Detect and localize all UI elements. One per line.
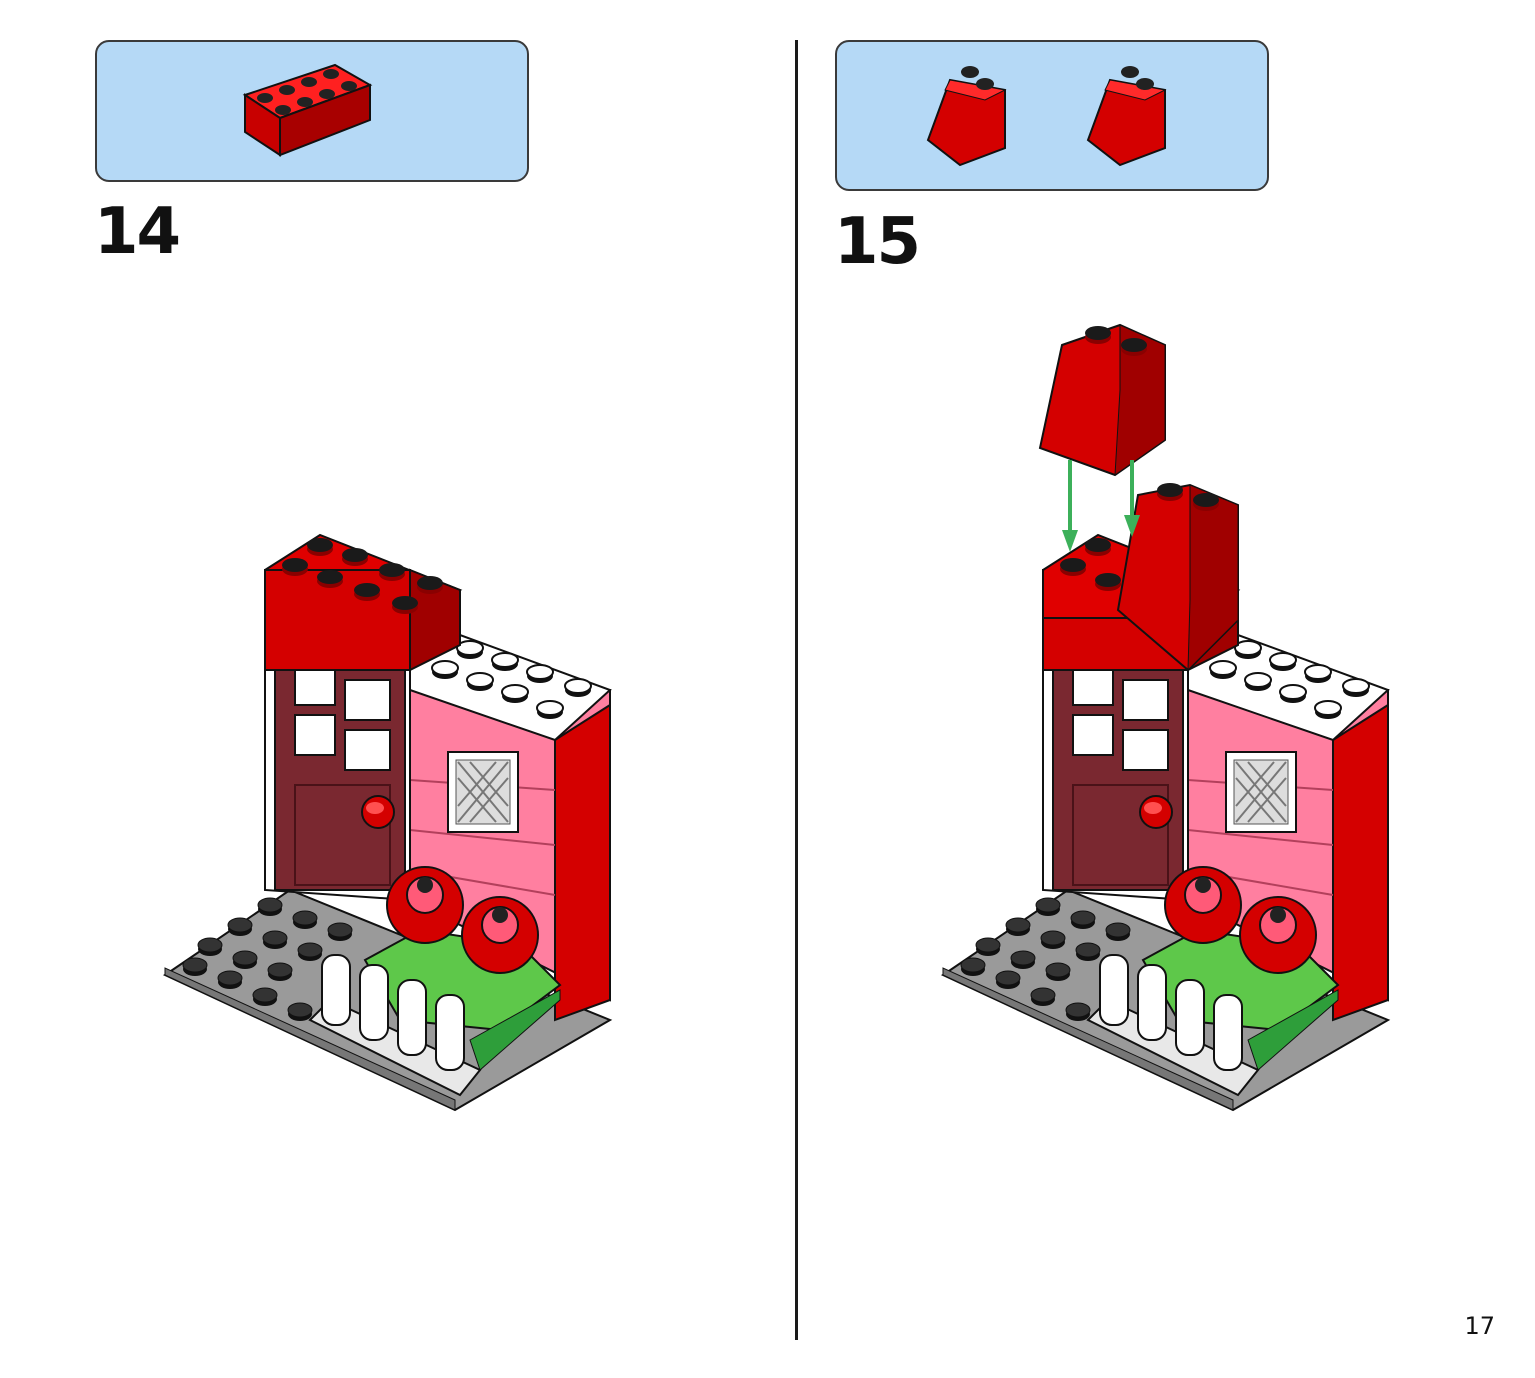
step-14-model xyxy=(165,533,610,1110)
step-divider xyxy=(795,40,798,1340)
page-number: 17 xyxy=(1464,1312,1495,1340)
placed-red-slope xyxy=(1116,483,1239,672)
red-brick-2x4-part-icon xyxy=(242,63,373,157)
red-slope-part-icon-2 xyxy=(1086,66,1167,167)
step-15-model xyxy=(943,483,1388,1110)
parts-callout-step-15 xyxy=(835,40,1269,191)
placed-red-brick xyxy=(264,533,463,672)
step-number-15: 15 xyxy=(834,205,921,279)
placement-arrow-left xyxy=(1062,460,1078,552)
step-number-14: 14 xyxy=(94,195,181,269)
placement-arrow-right xyxy=(1124,460,1140,537)
red-slope-part-icon-1 xyxy=(926,66,1007,167)
incoming-red-slope xyxy=(1038,323,1166,477)
